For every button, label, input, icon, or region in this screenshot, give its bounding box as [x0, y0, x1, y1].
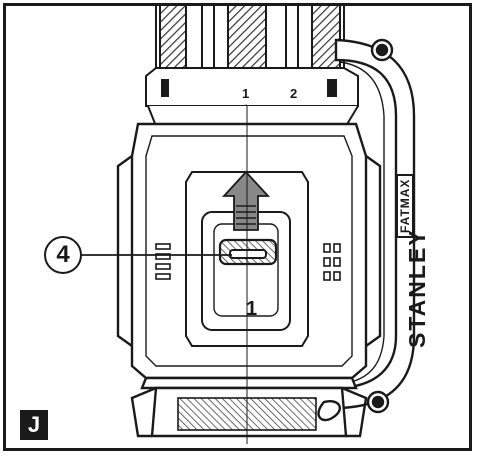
panel-label-text: J: [27, 412, 41, 437]
latch-slot-number: 1: [246, 298, 258, 320]
gear-ring-mark-2: 2: [290, 86, 298, 101]
battery-base: [130, 376, 368, 438]
callout-number-badge: 4: [44, 236, 82, 274]
gear-ring-mark-1: 1: [242, 86, 250, 101]
stanley-logo-text: STANLEY: [404, 228, 430, 348]
latch-panel: [185, 171, 309, 347]
panel-label-badge: J: [20, 410, 48, 440]
slide-direction-arrow: [221, 170, 271, 231]
callout-number-text: 4: [56, 241, 70, 268]
chuck-collar: [155, 6, 345, 75]
drill-bottom-view-illustration: [78, 6, 416, 444]
illustration-frame: 1 2 1 FATMAX STANLEY 4 J: [3, 3, 472, 451]
gear-ring: [145, 67, 359, 127]
